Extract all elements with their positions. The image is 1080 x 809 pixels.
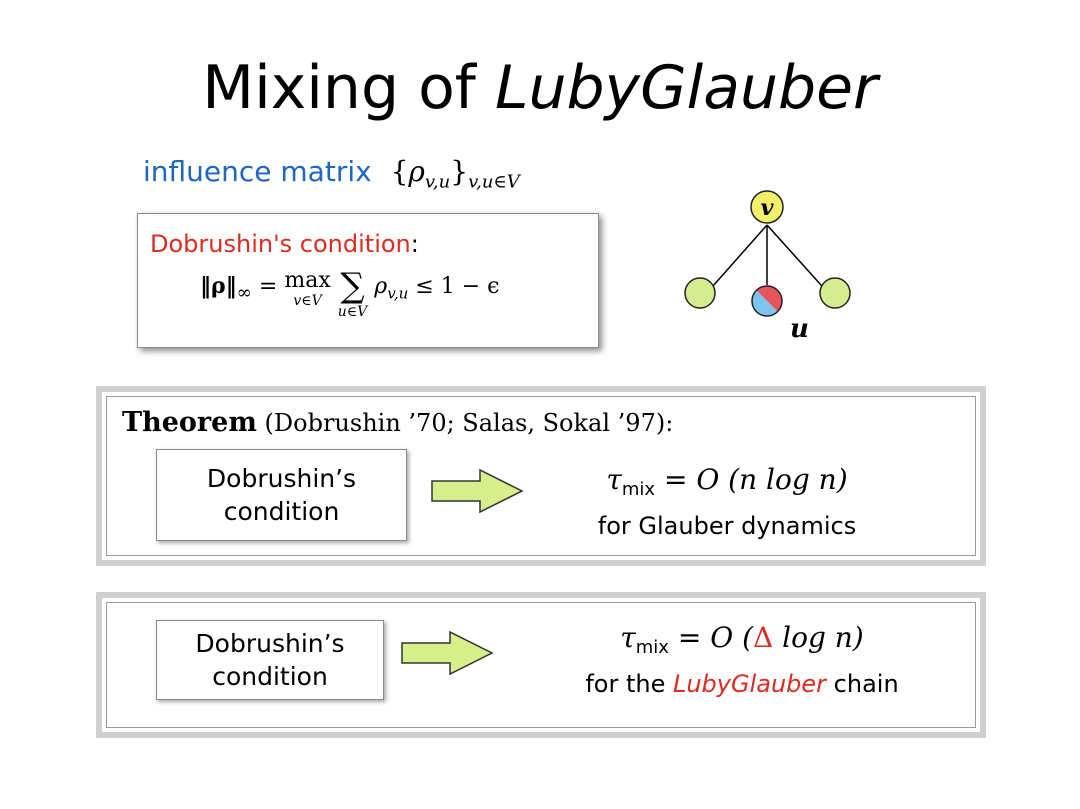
chain-rhs-end: log n) (773, 621, 864, 654)
influence-matrix-line: influence matrix {ρv,u}v,u∈V (143, 152, 520, 203)
theorem-open-paren: ( (264, 409, 274, 437)
influence-rho-sub: v,u (424, 171, 451, 193)
theorem-heading: Theorem (Dobrushin ’70; Salas, Sokal ’97… (122, 406, 673, 440)
theorem-condition-box: Dobrushin’s condition (156, 449, 407, 541)
condition-title: Dobrushin's condition: (150, 228, 419, 260)
chain-equation: τmix = O (Δ log n) (532, 618, 952, 668)
theorem-condition-line2: condition (223, 497, 340, 526)
node-left (684, 277, 716, 309)
influence-set-sub: v,u∈V (468, 171, 520, 193)
influence-label: influence matrix (143, 155, 372, 188)
formula-rho-sub: v,u (387, 284, 409, 303)
theorem-inner-border (106, 396, 976, 556)
theorem-tau: τ (606, 463, 622, 496)
title-prefix: Mixing of (202, 53, 496, 123)
formula-sum-sub: u∈V (337, 304, 368, 320)
formula-max-sub: v∈V (293, 293, 322, 309)
formula-rho: ρ (374, 274, 388, 299)
chain-note: for the LubyGlauber chain (532, 668, 952, 700)
theorem-result: τmix = O (n log n) for Glauber dynamics (522, 460, 932, 542)
node-v (750, 190, 784, 224)
chain-tau: τ (620, 621, 636, 654)
theorem-close-paren: ): (655, 409, 674, 437)
theorem-rhs: = O (n log n) (663, 463, 848, 496)
influence-rho: ρ (408, 155, 425, 188)
chain-delta: Δ (753, 621, 774, 654)
chain-condition-line2: condition (212, 662, 328, 691)
theorem-tau-sub: mix (621, 479, 656, 500)
formula-norm: ‖ρ‖ (200, 273, 237, 299)
title-emphasis: LubyGlauber (495, 53, 878, 123)
condition-name: Dobrushin's condition (150, 230, 411, 258)
arrow-right-icon (431, 468, 524, 514)
theorem-equation: τmix = O (n log n) (522, 460, 932, 510)
chain-note-name: LubyGlauber (672, 670, 827, 698)
chain-inner-border (106, 602, 976, 728)
node-right (819, 277, 851, 309)
chain-condition-line1: Dobrushin’s (195, 629, 345, 658)
chain-note-start: for the (585, 670, 673, 698)
chain-result: τmix = O (Δ log n) for the LubyGlauber c… (532, 618, 952, 700)
formula-sum: ∑u∈V (337, 266, 368, 320)
node-v-label: v (761, 195, 774, 221)
theorem-references: Dobrushin ’70; Salas, Sokal ’97 (273, 409, 656, 437)
graph-diagram: v u (684, 190, 851, 344)
theorem-condition-line1: Dobrushin’s (206, 464, 357, 493)
node-u-label: u (790, 314, 809, 344)
lubyglauber-result-box: Dobrushin’s condition τmix = O (Δ log n)… (96, 592, 986, 738)
chain-rhs-start: = O ( (677, 621, 753, 654)
formula-bound: ≤ 1 − ϵ (415, 274, 500, 299)
arrow-right-icon (401, 630, 494, 676)
theorem-note: for Glauber dynamics (597, 512, 857, 540)
slide-title: Mixing of LubyGlauber (0, 48, 1080, 128)
chain-condition-box: Dobrushin’s condition (156, 620, 384, 700)
condition-colon: : (410, 230, 419, 258)
influence-expression: {ρv,u}v,u∈V (390, 155, 520, 193)
theorem-word: Theorem (122, 407, 257, 438)
formula-max-word: max (284, 268, 331, 293)
chain-note-end: chain (826, 670, 899, 698)
theorem-box: Theorem (Dobrushin ’70; Salas, Sokal ’97… (96, 386, 986, 566)
chain-tau-sub: mix (635, 637, 669, 658)
formula-norm-sub: ∞ (236, 282, 252, 304)
